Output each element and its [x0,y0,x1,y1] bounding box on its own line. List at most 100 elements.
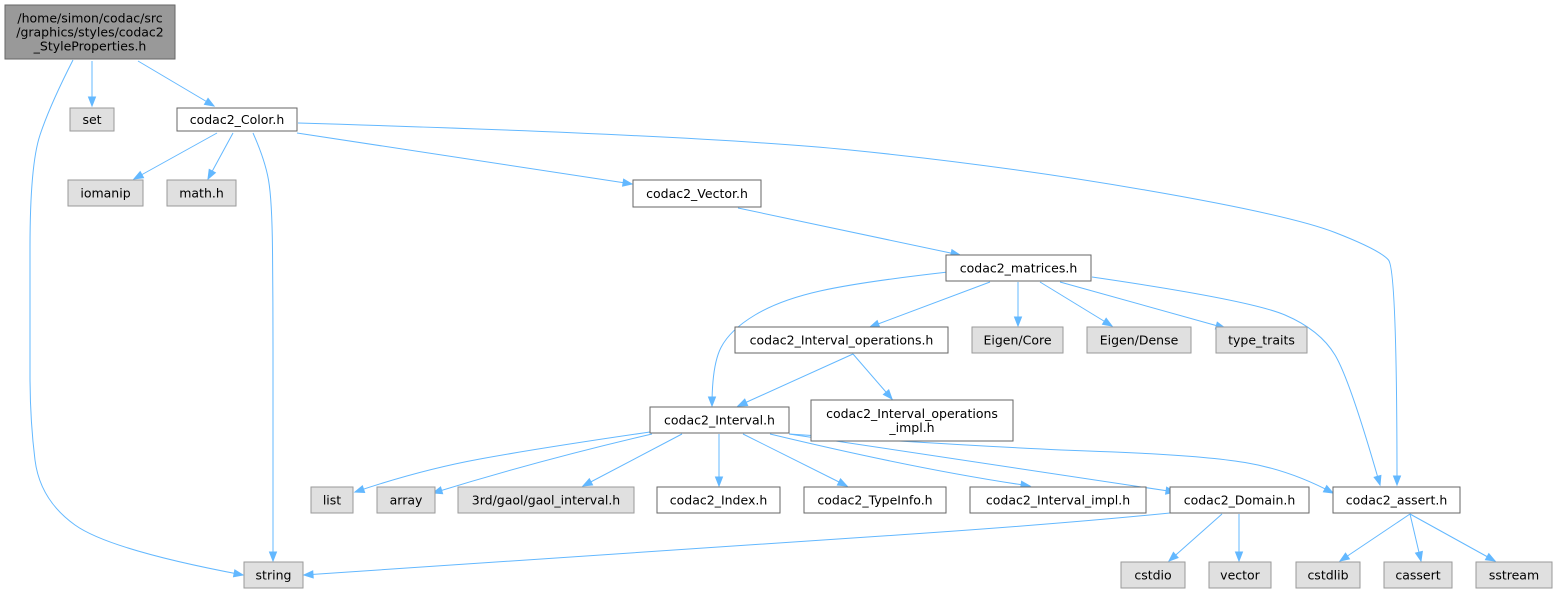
arrowhead-icon [1484,552,1497,562]
node-label: string [256,568,292,583]
arrowhead-icon [1013,316,1023,328]
node-box [1295,561,1361,589]
arrowhead-icon [87,96,97,108]
arrowhead-icon [868,319,881,328]
arrowhead-icon [232,569,245,578]
edge-matrices-to-eigencore [1013,282,1023,328]
edge-assert-to-sstream [1409,513,1497,562]
node-cassert: cassert [1383,561,1453,589]
node-label: iomanip [80,186,130,201]
node-label: codac2_Vector.h [646,186,748,201]
node-label: /home/simon/codac/src [17,11,162,26]
node-label: /graphics/styles/codac2 [16,25,164,40]
node-gaol: 3rd/gaol/gaol_interval.h [457,486,635,514]
node-label: set [82,112,101,127]
edge-intops-to-interval [736,353,854,407]
edge-line [869,281,991,328]
node-label: codac2_Color.h [190,112,285,127]
edge-root-to-set [87,61,97,108]
node-label: Eigen/Dense [1100,333,1179,348]
node-box [4,4,176,60]
node-domain[interactable]: codac2_Domain.h [1169,486,1310,514]
arrowhead-icon [268,551,278,563]
node-box [632,179,762,208]
node-label: codac2_Interval_operations.h [750,333,934,348]
arrowhead-icon [1338,552,1351,562]
node-label: Eigen/Core [983,333,1051,348]
edge-matrices-to-eigendense [1039,281,1114,327]
edge-color-to-vector_h [296,132,634,187]
edge-line [296,132,633,185]
node-box [969,486,1147,514]
node-label: codac2_Index.h [670,493,768,508]
node-string: string [243,561,304,589]
node-label: math.h [179,186,224,201]
edge-interval-to-list [353,431,651,493]
arrowhead-icon [207,168,217,181]
edge-interval-to-array [431,433,653,495]
node-matrices[interactable]: codac2_matrices.h [945,254,1092,282]
edge-line [354,431,651,493]
node-label: codac2_Interval_impl.h [986,493,1130,508]
edge-interval-to-domain [788,433,1177,495]
arrowhead-icon [707,396,717,408]
node-index[interactable]: codac2_Index.h [656,486,781,514]
edge-line [737,353,854,407]
node-box [971,326,1064,354]
node-label: list [323,493,341,508]
edge-color-to-string [252,132,278,563]
node-eigencore: Eigen/Core [971,326,1064,354]
edge-line [788,433,1176,493]
node-box [1169,486,1310,514]
edge-line [711,271,949,407]
node-box [810,399,1014,442]
node-intimpl[interactable]: codac2_Interval_impl.h [969,486,1147,514]
edge-line [737,207,961,256]
arrowhead-icon [353,484,366,493]
node-box [176,107,298,132]
node-label: _StyleProperties.h [33,39,147,54]
edge-interval-to-intimpl [769,433,1032,489]
node-intopsimpl[interactable]: codac2_Interval_operations_impl.h [810,399,1014,442]
arrowhead-icon [1414,550,1423,563]
edge-matrices-to-typetraits [1059,281,1227,330]
edge-interval-to-assert [788,433,1335,494]
edge-vector_h-to-matrices [737,207,962,258]
node-interval[interactable]: codac2_Interval.h [649,406,790,434]
arrowhead-icon [302,570,314,579]
arrowhead-icon [621,178,634,187]
node-intops[interactable]: codac2_Interval_operations.h [734,326,949,354]
edge-root-to-color [137,60,216,107]
node-assert[interactable]: codac2_assert.h [1332,486,1461,514]
edge-line [137,60,215,107]
edge-line [1059,281,1226,329]
node-vector_h[interactable]: codac2_Vector.h [632,179,762,208]
edge-line [29,59,244,576]
arrowhead-icon [1234,551,1244,563]
node-set: set [69,107,115,132]
node-cstdio: cstdio [1120,561,1186,589]
arrowhead-icon [714,476,724,488]
arrowhead-icon [882,389,893,401]
edge-matrices-to-assert [1091,276,1382,487]
node-box [649,406,790,434]
edge-line [1091,276,1381,486]
node-label: codac2_Interval.h [664,413,775,428]
edge-line [133,132,218,180]
node-color[interactable]: codac2_Color.h [176,107,298,132]
edge-interval-to-gaol [581,433,683,487]
node-sstream: sstream [1475,561,1553,589]
edge-assert-to-cassert [1409,513,1423,563]
edge-line [1339,513,1411,562]
node-box [1208,561,1272,589]
edge-domain-to-vector [1234,514,1244,563]
node-label: type_traits [1228,333,1295,348]
node-box [1383,561,1453,589]
node-typeinfo[interactable]: codac2_TypeInfo.h [803,486,947,514]
node-label: codac2_TypeInfo.h [817,493,932,508]
node-label: cstdlib [1307,568,1348,583]
arrowhead-icon [1392,475,1402,487]
edge-interval-to-typeinfo [742,433,849,487]
node-label: cstdio [1134,568,1171,583]
node-label: codac2_matrices.h [960,261,1078,276]
